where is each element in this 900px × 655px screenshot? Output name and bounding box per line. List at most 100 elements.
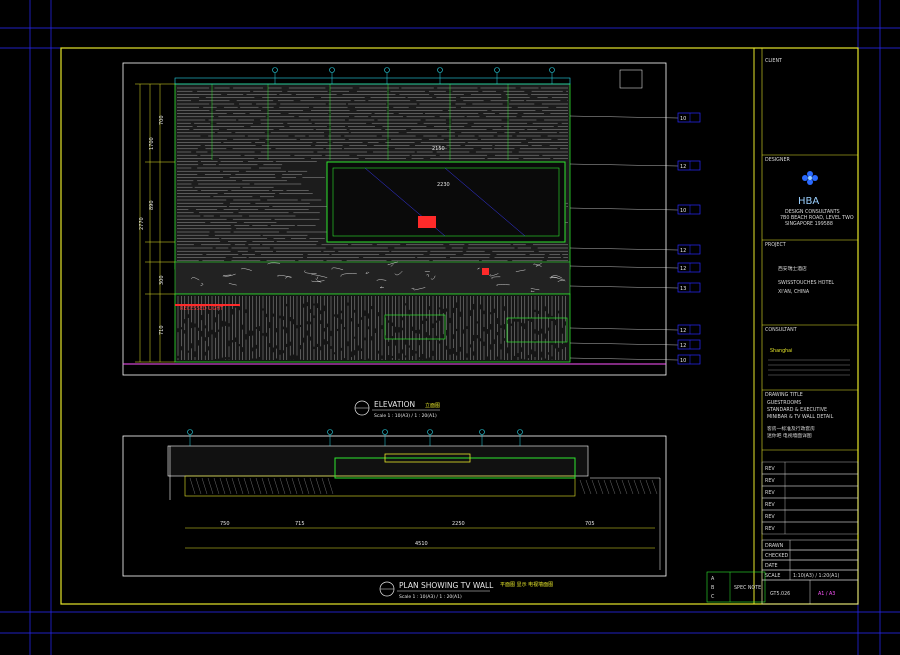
revision-label: REV [765, 526, 775, 532]
scale-value: 1:10(A3) / 1:20(A1) [793, 573, 839, 579]
hba-logo-icon [802, 171, 818, 185]
plan-dim-2: 2250 [452, 521, 465, 527]
date-label: DATE [765, 563, 777, 569]
revision-table: REV REV REV REV REV REV [761, 461, 859, 535]
left-dimensions [135, 83, 175, 363]
cabinet-door-a [384, 314, 446, 340]
plan-title-cn: 平面图 显示 电视墙面图 [500, 581, 553, 588]
revision-label: REV [765, 502, 775, 508]
dim-left-3: 300 [159, 275, 165, 285]
project-label: PROJECT [765, 242, 786, 248]
client-label: CLIENT [765, 58, 782, 64]
reference-callouts: 10 12 10 12 12 13 12 12 10 [569, 112, 701, 365]
revision-label: REV [765, 490, 775, 496]
marble-veining [191, 261, 566, 293]
legend-item-0: A [711, 576, 715, 582]
ref-callout-text: 12 [680, 343, 686, 349]
ref-callout-text: 10 [680, 208, 686, 214]
elevation-scale: Scale 1 : 10(A3) / 1 : 20(A1) [374, 413, 437, 419]
ref-callout-text: 10 [680, 358, 686, 364]
section-markers-top [272, 67, 555, 84]
ref-callout-5: 13 [569, 282, 701, 293]
ref-callout-text: 10 [680, 116, 686, 122]
ref-callout-text: 12 [680, 266, 686, 272]
dim-tv: 2230 [437, 182, 450, 188]
ref-callout-text: 13 [680, 286, 686, 292]
firm-line-1: DESIGN CONSULTANTS [785, 209, 840, 215]
drawing-title-1: GUESTROOMS [767, 400, 801, 406]
ref-callout-8: 10 [569, 354, 701, 365]
hba-logo-text: HBA [798, 196, 819, 207]
ref-callout-2: 10 [569, 204, 701, 215]
drawing-title-label: DRAWING TITLE [765, 392, 803, 398]
dim-left-1: 890 [149, 200, 155, 210]
ref-callout-3: 12 [569, 244, 701, 255]
consultant-brand: Shanghai [770, 348, 792, 354]
marble-band [174, 261, 571, 295]
ref-callout-text: 12 [680, 248, 686, 254]
drawing-number: GT5.026 [770, 591, 790, 597]
plan-marker-0 [187, 429, 193, 446]
drawing-title-cn-1: 客房一标准及行政套房 [767, 425, 815, 432]
ref-callout-6: 12 [569, 324, 701, 335]
tv-socket-red [418, 216, 436, 228]
plan-viewport [122, 435, 667, 577]
title-block: CLIENT DESIGNER HBA DESIGN CONSULTANTS 7… [761, 58, 859, 605]
dim-total: 2770 [139, 217, 145, 230]
plan-dim-total: 4510 [415, 541, 428, 547]
revision-row: REV [761, 485, 859, 499]
project-cn: 西安瑞士酒店 [778, 265, 807, 272]
revision-row: REV [761, 521, 859, 535]
plan-dim-3: 705 [585, 521, 595, 527]
tv-screen [332, 167, 560, 237]
dim-left-2: 700 [159, 115, 165, 125]
ref-callout-7: 12 [569, 339, 701, 350]
dim-left-4: 710 [159, 325, 165, 335]
legend-item-1: B [711, 585, 714, 591]
revision-row: REV [761, 461, 859, 475]
elevation-view: 2770 1700 890 700 300 710 2150 2230 RECE… [122, 62, 701, 419]
legend-box: A B C SPEC NOTE [706, 571, 766, 603]
tv-recess [326, 161, 566, 243]
elevation-title-cn: 立面图 [425, 402, 440, 409]
plan-dim-0: 750 [220, 521, 230, 527]
elevation-title: ELEVATION [374, 400, 415, 409]
project-en-2: XI'AN, CHINA [778, 289, 810, 295]
section-marker-0 [272, 67, 278, 84]
scale-label: SCALE [765, 573, 780, 579]
drawing-title-cn-2: 迷你吧 电视墙面详图 [767, 432, 812, 439]
project-en-1: SWISSTOUCHES HOTEL [778, 280, 834, 286]
ref-callout-0: 10 [569, 112, 701, 123]
revision-row: REV [761, 497, 859, 511]
plan-dim-1: 715 [295, 521, 305, 527]
plan-view: 750 715 2250 705 4510 PLAN SHOWING TV WA… [122, 429, 667, 600]
lower-cabinet [174, 293, 571, 363]
plan-marker-3 [427, 429, 433, 446]
plan-marker-1 [327, 429, 333, 446]
section-marker-3 [437, 67, 443, 84]
section-marker-5 [549, 67, 555, 84]
section-markers-plan [187, 429, 523, 446]
cabinet-door-b [506, 317, 568, 343]
ref-callout-1: 12 [569, 160, 701, 171]
checked-label: CHECKED [765, 553, 789, 559]
consultant-label: CONSULTANT [765, 327, 797, 333]
revision-row: REV [761, 473, 859, 487]
ref-callout-text: 12 [680, 164, 686, 170]
plan-marker-2 [382, 429, 388, 446]
dim-left-0: 1700 [149, 137, 155, 150]
designer-label: DESIGNER [765, 157, 791, 163]
red-label: RECESSED LIGHT [180, 306, 224, 312]
drawing-title-2: STANDARD & EXECUTIVE [767, 407, 827, 413]
legend-item-2: C [711, 594, 715, 600]
section-marker-2 [384, 67, 390, 84]
revision-label: REV [765, 514, 775, 520]
plan-title: PLAN SHOWING TV WALL [399, 581, 494, 590]
sheet-number: A1 / A3 [818, 591, 835, 597]
revision-label: REV [765, 478, 775, 484]
ref-callout-text: 12 [680, 328, 686, 334]
dim-top-a: 2150 [432, 146, 445, 152]
legend-note: SPEC NOTE [734, 585, 761, 591]
section-marker-1 [329, 67, 335, 84]
drawing-title-3: MINIBAR & TV WALL DETAIL [767, 414, 834, 420]
